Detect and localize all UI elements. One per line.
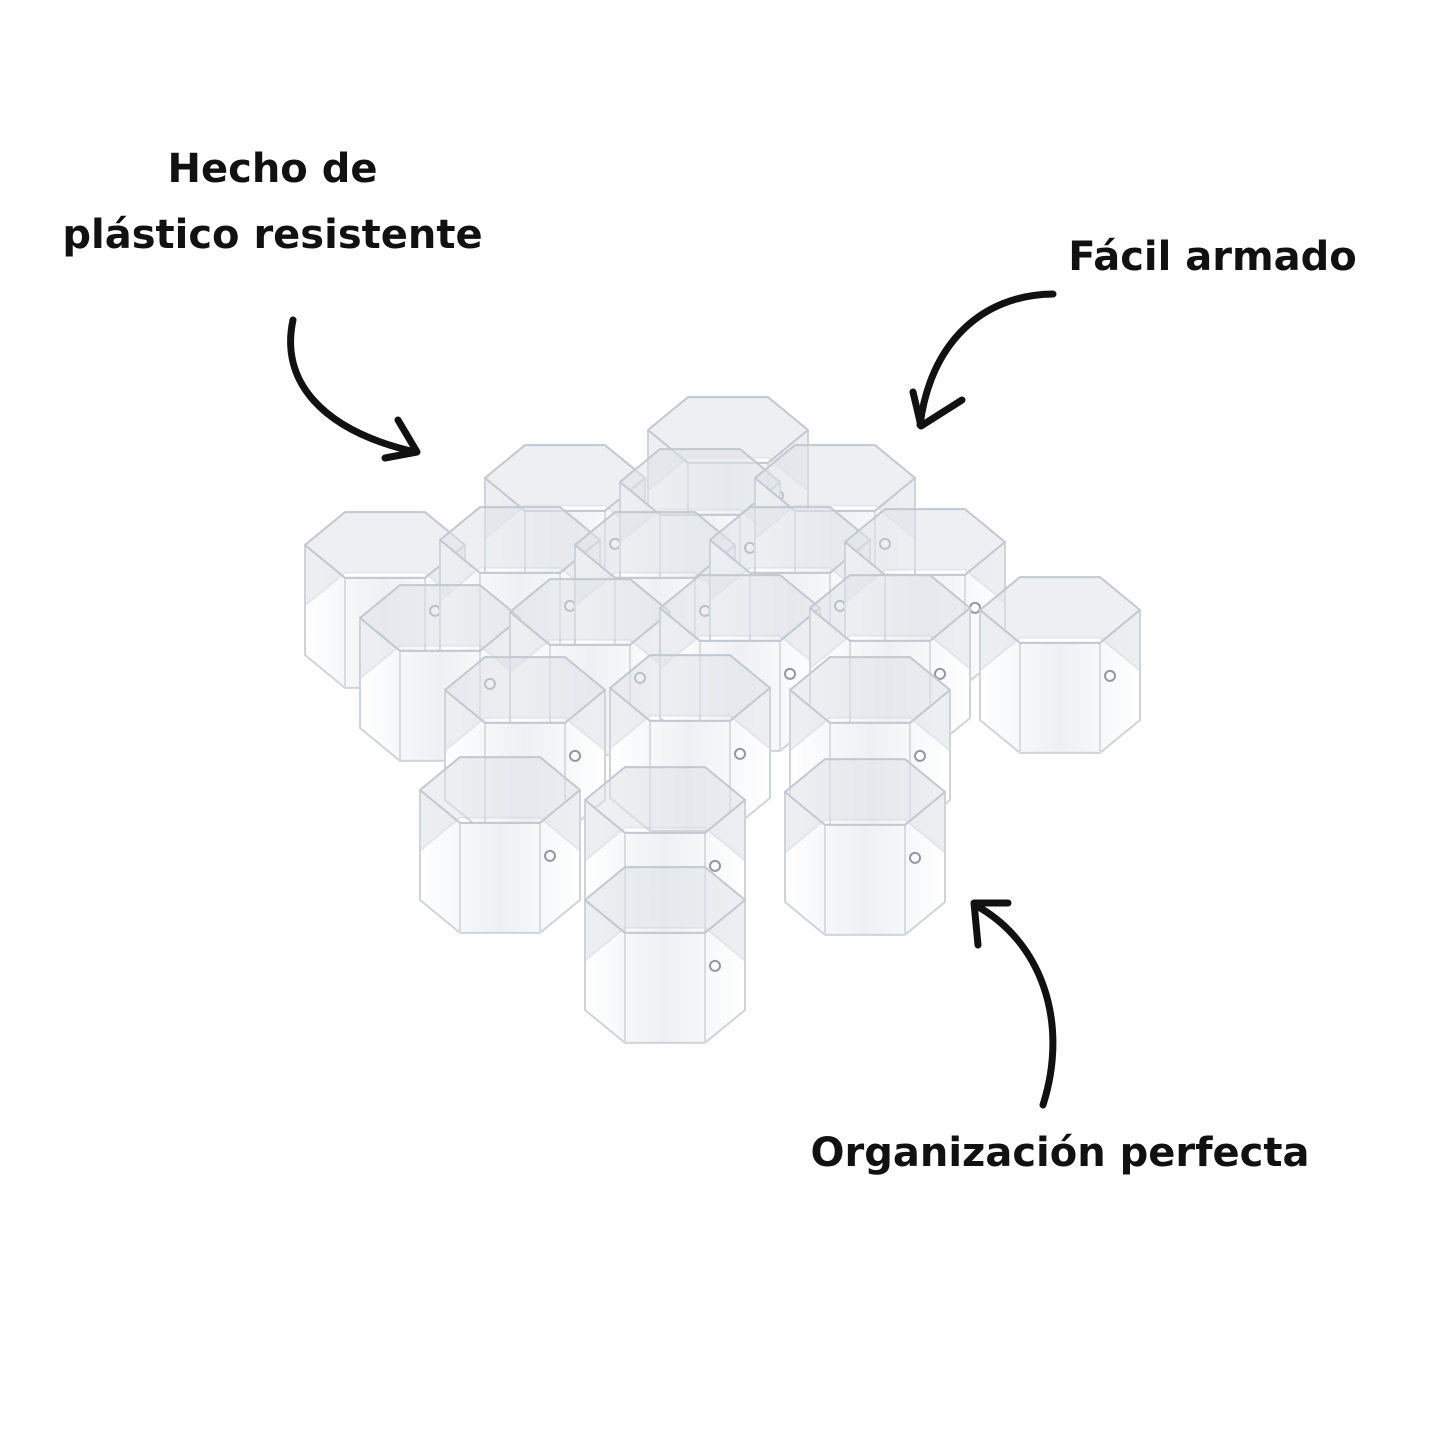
callout-plastic-line1: Hecho de [167,146,378,192]
honeycomb-rivet-hole [914,749,926,762]
honeycomb-cell-rim [789,656,951,724]
callout-plastic-line2: plástico resistente [62,212,483,258]
honeycomb-rivet-hole [1104,669,1116,682]
honeycomb-cell-rim [584,766,746,834]
callout-easy-assembly: Fácil armado [1068,234,1357,280]
curved-arrow-icon [909,290,1057,430]
honeycomb-cell-rim [784,758,946,826]
curved-arrow-icon [287,316,421,462]
honeycomb-rivet-hole [734,747,746,760]
honeycomb-rivet-hole [569,749,581,762]
honeycomb-cell-rim [809,574,971,642]
honeycomb-cell-rim [304,511,466,579]
honeycomb-cell-rim [584,866,746,934]
honeycomb-cell-rim [419,756,581,824]
honeycomb-cell-rim [647,396,809,464]
honeycomb-cell-rim [659,574,821,642]
honeycomb-rivet-hole [709,959,721,972]
callout-plastic-material: Hecho de plástico resistente [0,136,545,268]
honeycomb-rivet-hole [909,851,921,864]
honeycomb-cell-rim [444,656,606,724]
honeycomb-cell-rim [754,444,916,512]
honeycomb-rivet-hole [709,859,721,872]
honeycomb-cell-rim [484,444,646,512]
honeycomb-cell-rim [509,578,671,646]
honeycomb-cell-rim [439,506,601,574]
honeycomb-rivet-hole [784,667,796,680]
honeycomb-rivet-hole [544,849,556,862]
honeycomb-cell-rim [844,508,1006,576]
honeycomb-cell-rim [709,506,871,574]
honeycomb-cells [304,396,1141,1044]
honeycomb-cell-rim [979,576,1141,644]
honeycomb-rivet-hole [934,667,946,680]
curved-arrow-icon [970,899,1057,1109]
honeycomb-cell-rim [359,584,521,652]
callout-perfect-organization: Organización perfecta [810,1130,1310,1176]
honeycomb-cell-rim [609,654,771,722]
honeycomb-cell-rim [574,511,736,579]
